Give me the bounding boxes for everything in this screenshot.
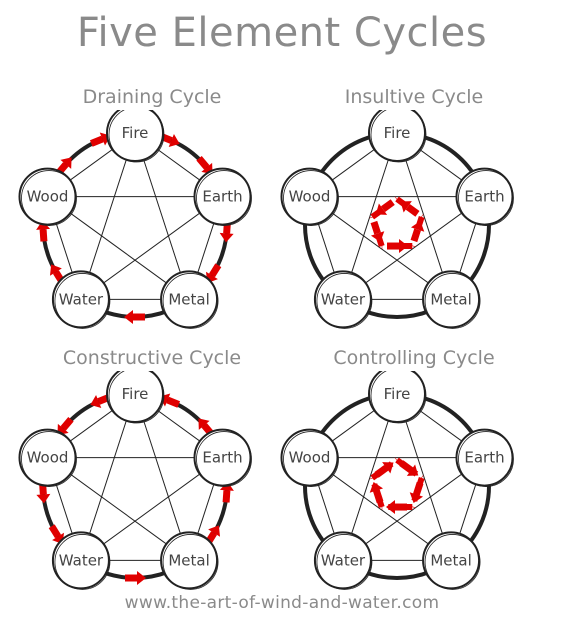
direction-arrow	[387, 239, 408, 254]
metal-node: Metal	[422, 270, 481, 329]
direction-arrow	[124, 310, 145, 324]
fire-node: Fire	[368, 110, 427, 163]
direction-arrow	[370, 220, 385, 242]
panel-title: Draining Cycle	[82, 86, 222, 108]
direction-arrow	[409, 481, 424, 503]
metal-node: Metal	[160, 270, 219, 329]
metal-label: Metal	[430, 551, 471, 569]
metal-label: Metal	[430, 290, 471, 308]
water-label: Water	[59, 551, 104, 569]
earth-label: Earth	[464, 449, 504, 467]
direction-arrow	[369, 482, 384, 504]
wood-node: Wood	[18, 167, 77, 226]
direction-arrow	[386, 500, 407, 515]
wood-label: Wood	[27, 449, 69, 467]
water-node: Water	[313, 531, 373, 590]
water-node: Water	[313, 270, 373, 329]
fire-label: Fire	[122, 385, 149, 403]
wood-label: Wood	[289, 188, 331, 206]
wood-label: Wood	[27, 188, 69, 206]
direction-arrow	[400, 201, 420, 217]
wood-node: Wood	[280, 428, 339, 487]
fire-label: Fire	[384, 385, 411, 403]
water-label: Water	[321, 551, 366, 569]
earth-node: Earth	[455, 428, 514, 487]
direction-arrow	[374, 462, 394, 478]
direction-arrow	[375, 199, 395, 215]
direction-arrow	[399, 460, 419, 476]
website-url: www.the-art-of-wind-and-water.com	[124, 593, 440, 613]
metal-node: Metal	[422, 531, 481, 590]
direction-arrow	[125, 571, 146, 585]
water-label: Water	[59, 290, 104, 308]
earth-label: Earth	[464, 188, 504, 206]
metal-label: Metal	[168, 551, 209, 569]
direction-arrow	[410, 221, 425, 243]
fire-node: Fire	[368, 371, 427, 424]
wood-node: Wood	[18, 428, 77, 487]
fire-label: Fire	[384, 124, 411, 142]
water-node: Water	[51, 531, 111, 590]
earth-node: Earth	[193, 167, 252, 226]
water-label: Water	[321, 290, 366, 308]
earth-label: Earth	[202, 188, 242, 206]
metal-label: Metal	[168, 290, 209, 308]
page-title: Five Element Cycles	[76, 10, 488, 56]
earth-node: Earth	[193, 428, 252, 487]
earth-node: Earth	[455, 167, 514, 226]
panel-title: Constructive Cycle	[62, 347, 242, 369]
water-node: Water	[51, 270, 111, 329]
panel-title: Insultive Cycle	[344, 86, 484, 108]
fire-node: Fire	[106, 371, 165, 424]
fire-node: Fire	[106, 110, 165, 163]
earth-label: Earth	[202, 449, 242, 467]
metal-node: Metal	[160, 531, 219, 590]
wood-node: Wood	[280, 167, 339, 226]
panel-title: Controlling Cycle	[333, 347, 495, 369]
wood-label: Wood	[289, 449, 331, 467]
fire-label: Fire	[122, 124, 149, 142]
